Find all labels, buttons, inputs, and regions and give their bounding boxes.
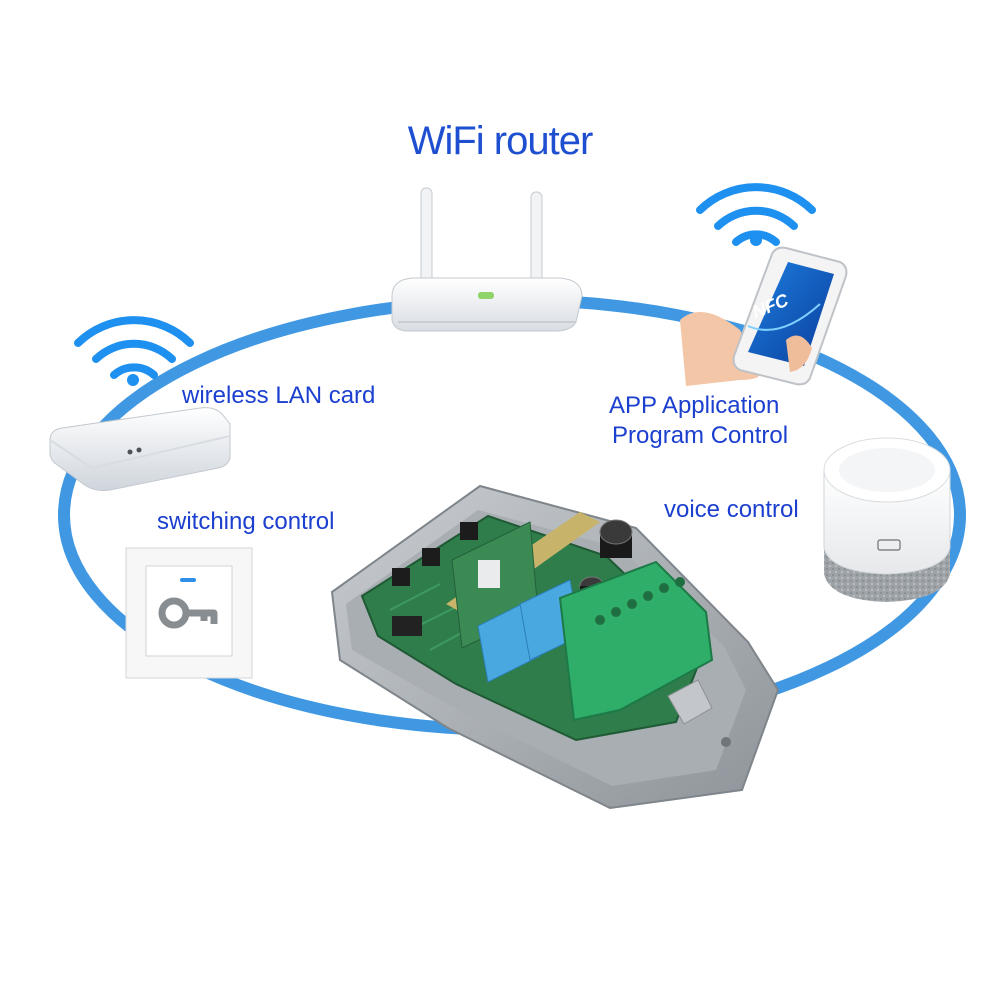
smart-speaker-image bbox=[823, 437, 951, 602]
voice-control-label: voice control bbox=[664, 496, 799, 523]
wireless-lan-label: wireless LAN card bbox=[182, 382, 376, 409]
wall-switch-image bbox=[125, 547, 253, 679]
key-icon bbox=[158, 597, 218, 629]
router-image bbox=[391, 187, 583, 332]
app-control-label-line2: Program Control bbox=[612, 422, 789, 449]
app-control-label-line1: APP Application bbox=[609, 392, 780, 419]
relay-board-image bbox=[330, 484, 780, 810]
switching-control-label: switching control bbox=[157, 508, 335, 535]
wifi-signal-icon bbox=[74, 316, 194, 386]
smartphone-image bbox=[680, 246, 848, 386]
router-label: WiFi router bbox=[407, 119, 594, 163]
wifi-signal-icon bbox=[696, 183, 816, 246]
gateway-image bbox=[49, 407, 231, 491]
